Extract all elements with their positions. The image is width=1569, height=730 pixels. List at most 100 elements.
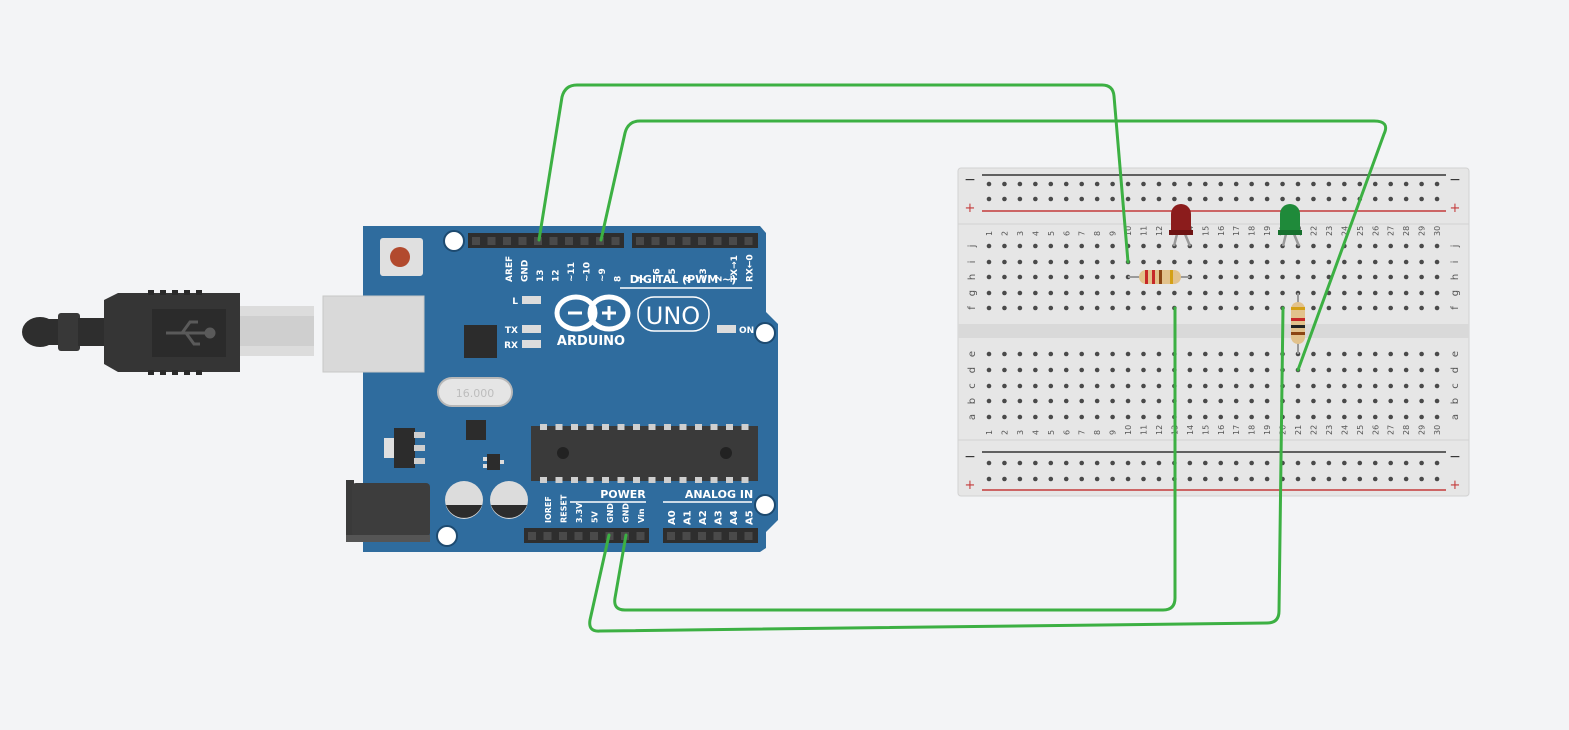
- analog-header[interactable]: [663, 528, 758, 543]
- breadboard-hole[interactable]: [1372, 305, 1378, 311]
- breadboard-hole[interactable]: [1388, 398, 1393, 404]
- arduino-uno-board[interactable]: 16.000: [322, 226, 778, 552]
- header-pin-hole[interactable]: [565, 237, 573, 245]
- breadboard-hole[interactable]: [1264, 181, 1270, 187]
- breadboard-hole[interactable]: [1094, 196, 1100, 202]
- breadboard-hole[interactable]: [1141, 414, 1146, 420]
- breadboard-hole[interactable]: [1141, 259, 1146, 265]
- breadboard-hole[interactable]: [1419, 259, 1424, 265]
- breadboard-hole[interactable]: [1017, 398, 1023, 404]
- breadboard-hole[interactable]: [1125, 460, 1131, 466]
- breadboard-hole[interactable]: [1110, 243, 1115, 249]
- breadboard-hole[interactable]: [1342, 290, 1347, 296]
- breadboard-hole[interactable]: [1002, 243, 1007, 249]
- breadboard-hole[interactable]: [1110, 414, 1115, 420]
- breadboard-hole[interactable]: [1295, 460, 1301, 466]
- breadboard-hole[interactable]: [1203, 274, 1208, 280]
- breadboard-hole[interactable]: [1249, 460, 1254, 466]
- breadboard-hole[interactable]: [1033, 181, 1038, 187]
- breadboard-hole[interactable]: [1017, 243, 1023, 249]
- breadboard-hole[interactable]: [1218, 398, 1224, 404]
- breadboard-hole[interactable]: [1203, 351, 1208, 357]
- breadboard-hole[interactable]: [1342, 181, 1347, 187]
- breadboard-hole[interactable]: [1434, 414, 1440, 420]
- breadboard-hole[interactable]: [1218, 274, 1224, 280]
- breadboard-hole[interactable]: [1434, 181, 1440, 187]
- breadboard-hole[interactable]: [1326, 181, 1332, 187]
- breadboard-hole[interactable]: [1063, 243, 1069, 249]
- breadboard-hole[interactable]: [1419, 383, 1424, 389]
- breadboard-hole[interactable]: [1218, 181, 1224, 187]
- breadboard-hole[interactable]: [1357, 181, 1363, 187]
- breadboard-hole[interactable]: [1187, 414, 1193, 420]
- breadboard-hole[interactable]: [986, 414, 992, 420]
- breadboard-hole[interactable]: [1079, 383, 1084, 389]
- breadboard-hole[interactable]: [986, 290, 992, 296]
- breadboard-hole[interactable]: [1094, 351, 1100, 357]
- header-pin-hole[interactable]: [729, 532, 737, 540]
- breadboard-hole[interactable]: [1326, 383, 1332, 389]
- breadboard-hole[interactable]: [1094, 383, 1100, 389]
- breadboard-hole[interactable]: [1403, 414, 1409, 420]
- breadboard-hole[interactable]: [1156, 196, 1162, 202]
- resistor-icon[interactable]: [1291, 293, 1305, 354]
- breadboard-hole[interactable]: [1249, 274, 1254, 280]
- breadboard-hole[interactable]: [1063, 460, 1069, 466]
- breadboard-hole[interactable]: [1342, 367, 1347, 373]
- breadboard-hole[interactable]: [1110, 305, 1115, 311]
- breadboard-hole[interactable]: [1203, 290, 1208, 296]
- breadboard-hole[interactable]: [1203, 460, 1208, 466]
- header-pin-hole[interactable]: [636, 532, 645, 540]
- header-pin-hole[interactable]: [636, 237, 644, 245]
- breadboard-hole[interactable]: [1033, 305, 1038, 311]
- breadboard-hole[interactable]: [1125, 305, 1131, 311]
- breadboard-hole[interactable]: [1372, 414, 1378, 420]
- breadboard-hole[interactable]: [1434, 476, 1440, 482]
- breadboard-hole[interactable]: [1203, 476, 1208, 482]
- header-pin-hole[interactable]: [472, 237, 480, 245]
- breadboard-hole[interactable]: [1419, 351, 1424, 357]
- breadboard-hole[interactable]: [1063, 367, 1069, 373]
- breadboard-hole[interactable]: [1249, 476, 1254, 482]
- power-header[interactable]: [524, 528, 649, 543]
- breadboard-hole[interactable]: [1002, 414, 1007, 420]
- breadboard-hole[interactable]: [1110, 290, 1115, 296]
- breadboard-hole[interactable]: [1048, 476, 1054, 482]
- breadboard-hole[interactable]: [1079, 414, 1084, 420]
- breadboard-hole[interactable]: [1342, 351, 1347, 357]
- breadboard-hole[interactable]: [1141, 398, 1146, 404]
- breadboard-hole[interactable]: [1079, 274, 1084, 280]
- breadboard-hole[interactable]: [1218, 259, 1224, 265]
- breadboard-hole[interactable]: [1311, 196, 1316, 202]
- breadboard-hole[interactable]: [1156, 367, 1162, 373]
- breadboard-hole[interactable]: [1388, 476, 1393, 482]
- breadboard-hole[interactable]: [1187, 259, 1193, 265]
- breadboard-hole[interactable]: [1079, 290, 1084, 296]
- breadboard-hole[interactable]: [1326, 414, 1332, 420]
- breadboard-hole[interactable]: [1110, 460, 1115, 466]
- breadboard-hole[interactable]: [1295, 259, 1301, 265]
- header-pin-hole[interactable]: [729, 237, 737, 245]
- breadboard-hole[interactable]: [1357, 383, 1363, 389]
- breadboard-hole[interactable]: [1017, 274, 1023, 280]
- breadboard-hole[interactable]: [1419, 181, 1424, 187]
- breadboard-hole[interactable]: [1342, 274, 1347, 280]
- breadboard-hole[interactable]: [1311, 414, 1316, 420]
- breadboard-hole[interactable]: [1094, 274, 1100, 280]
- breadboard-hole[interactable]: [1033, 290, 1038, 296]
- breadboard-hole[interactable]: [1017, 305, 1023, 311]
- breadboard-hole[interactable]: [1048, 196, 1054, 202]
- breadboard-hole[interactable]: [1311, 243, 1316, 249]
- breadboard-hole[interactable]: [1125, 196, 1131, 202]
- breadboard-hole[interactable]: [1342, 196, 1347, 202]
- breadboard-hole[interactable]: [1141, 305, 1146, 311]
- breadboard-hole[interactable]: [1110, 259, 1115, 265]
- breadboard-hole[interactable]: [1187, 367, 1193, 373]
- breadboard-hole[interactable]: [1233, 351, 1239, 357]
- breadboard-hole[interactable]: [1264, 460, 1270, 466]
- breadboard-hole[interactable]: [1048, 367, 1054, 373]
- breadboard-hole[interactable]: [1110, 196, 1115, 202]
- usb-cable-icon[interactable]: [22, 290, 314, 375]
- breadboard-hole[interactable]: [1218, 476, 1224, 482]
